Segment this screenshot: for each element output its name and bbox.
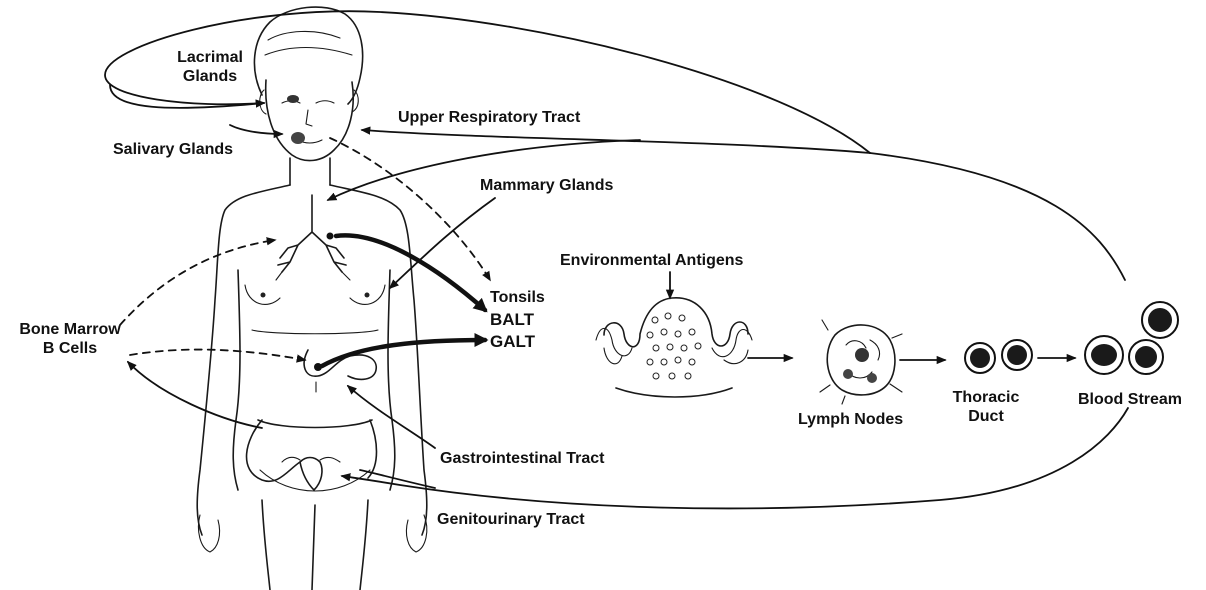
label-blood-stream: Blood Stream <box>1078 390 1182 409</box>
label-genitourinary-tract: Genitourinary Tract <box>437 510 585 529</box>
label-salivary-glands: Salivary Glands <box>113 140 233 159</box>
label-mammary-glands: Mammary Glands <box>480 176 613 195</box>
label-tonsils: Tonsils <box>490 288 545 307</box>
label-galt: GALT <box>490 332 535 351</box>
label-upper-respiratory-tract: Upper Respiratory Tract <box>398 108 580 127</box>
label-gastrointestinal-tract: Gastrointestinal Tract <box>440 449 605 468</box>
thoracic-cells <box>965 340 1032 373</box>
lacrimal-gland-mark <box>287 95 299 103</box>
hair-outline <box>254 7 362 104</box>
label-lacrimal-glands: Lacrimal Glands <box>160 48 260 86</box>
label-thoracic-duct: Thoracic Duct <box>950 388 1022 426</box>
salivary-gland-mark <box>291 132 305 144</box>
label-bone-marrow-b-cells: Bone Marrow B Cells <box>10 320 130 358</box>
mucosa-figure <box>596 272 752 397</box>
face-outline <box>266 80 353 161</box>
label-environmental-antigens: Environmental Antigens <box>560 251 743 270</box>
label-lymph-nodes: Lymph Nodes <box>798 410 903 429</box>
body-figure <box>197 7 427 590</box>
label-balt: BALT <box>490 310 534 329</box>
torso-outline <box>197 185 290 535</box>
lymph-node-figure <box>820 320 902 404</box>
blood-cells <box>1085 302 1178 374</box>
